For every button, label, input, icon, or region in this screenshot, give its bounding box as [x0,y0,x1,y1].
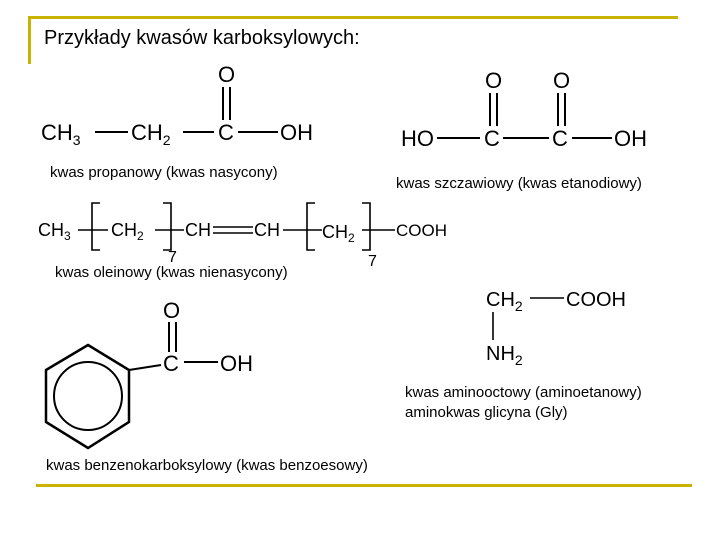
oleic-acid-structure: CH3 CH2 7 CH CH CH2 7 COOH [38,202,447,270]
left-rule [28,16,31,64]
slide-title: Przykłady kwasów karboksylowych: [44,27,360,49]
glycine-nh2-subscript: 2 [515,352,523,368]
propanoic-ch2-label: CH [131,120,163,145]
propanoic-o-label: O [218,62,235,87]
oleic-ch2a-subscript: 2 [137,229,144,243]
caption-propanoic: kwas propanowy (kwas nasycony) [50,164,278,181]
oleic-bracket-2-left [306,202,315,251]
benzene-ring-hexagon [44,343,131,450]
oleic-ch2a-label: CH [111,220,137,240]
benzoic-oh-label: OH [220,351,253,376]
benzoic-acid-structure: O C OH [44,298,253,450]
propanoic-oh-label: OH [280,120,313,145]
oxalic-oh-label: OH [614,126,647,151]
oleic-ch3-subscript: 3 [64,229,71,243]
svg-text:CH3: CH3 [41,120,81,148]
oleic-repeat-2: 7 [368,253,377,270]
propanoic-ch3-label: CH [41,120,73,145]
svg-text:CH2: CH2 [322,222,355,245]
glycine-ch2-label: CH [486,289,515,311]
benzoic-o-label: O [163,298,180,323]
oleic-bracket-1-right [163,202,172,251]
propanoic-ch2-subscript: 2 [163,132,171,148]
oleic-repeat-1: 7 [168,249,177,266]
oleic-bracket-1-left [91,202,100,251]
benzoic-ring-bond [128,364,162,371]
caption-oleic: kwas oleinowy (kwas nienasycony) [55,264,288,281]
oleic-ch-b-label: CH [254,220,280,240]
oxalic-ho-label: HO [401,126,434,151]
oleic-cooh-label: COOH [396,221,447,240]
caption-oxalic: kwas szczawiowy (kwas etanodiowy) [396,175,642,192]
svg-text:CH2: CH2 [131,120,171,148]
oleic-ch3-label: CH [38,220,64,240]
glycine-nh2-label: NH [486,343,515,365]
propanoic-ch3-subscript: 3 [73,132,81,148]
caption-glycine-line1: kwas aminooctowy (aminoetanowy) [405,384,642,401]
propanoic-c-label: C [218,120,234,145]
oxalic-o2-label: O [553,68,570,93]
oxalic-o1-label: O [485,68,502,93]
propanoic-acid-structure: CH3 CH2 C OH O [41,62,313,148]
oxalic-c2-label: C [552,126,568,151]
svg-text:NH2: NH2 [486,343,523,368]
caption-glycine-line2: aminokwas glicyna (Gly) [405,404,568,421]
oleic-bracket-2-right [362,202,371,251]
benzoic-c-label: C [163,351,179,376]
glycine-structure: CH2 COOH NH2 [486,289,626,368]
glycine-cooh-label: COOH [566,289,626,311]
svg-text:CH2: CH2 [486,289,523,314]
oleic-ch-a-label: CH [185,220,211,240]
svg-text:CH3: CH3 [38,220,71,243]
oleic-ch2b-label: CH [322,222,348,242]
bottom-rule [36,484,692,487]
oxalic-acid-structure: HO C C OH O O [401,68,647,151]
caption-benzoic: kwas benzenokarboksylowy (kwas benzoesow… [46,457,368,474]
svg-text:CH2: CH2 [111,220,144,243]
benzene-ring-circle [53,361,123,431]
glycine-ch2-subscript: 2 [515,298,523,314]
oleic-ch2b-subscript: 2 [348,231,355,245]
top-rule [28,16,678,19]
oxalic-c1-label: C [484,126,500,151]
